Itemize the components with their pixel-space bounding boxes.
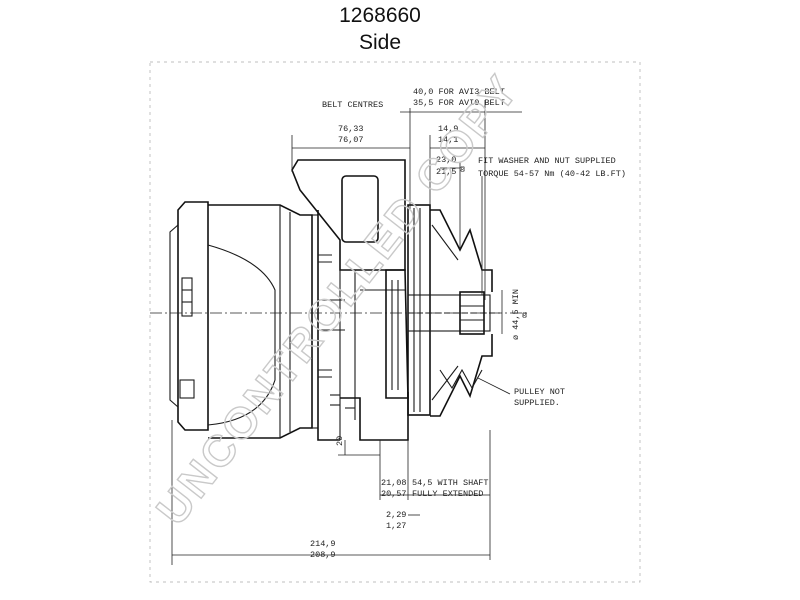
circle-mark-side: ® [522, 311, 527, 321]
pulley-note-1: PULLEY NOT [514, 387, 565, 397]
part-number: 1268660 [339, 4, 421, 27]
dim-23-0: 23,0 [436, 155, 456, 165]
fit-washer-note: FIT WASHER AND NUT SUPPLIED [478, 156, 616, 166]
pulley-note-2: SUPPLIED. [514, 398, 560, 408]
dimension-lines [150, 100, 530, 565]
torque-note: TORQUE 54-57 Nm (40-42 LB.FT) [478, 169, 626, 179]
shaft-and-pulley [407, 204, 500, 417]
dim-20-57: 20,57 [381, 489, 407, 499]
dimension-labels: BELT CENTRES 40,0 FOR AVI3 BELT 35,5 FOR… [310, 87, 626, 560]
dim-76-07: 76,07 [338, 135, 364, 145]
dim-208-9: 208,9 [310, 550, 336, 560]
dim-21-5: 21,5 [436, 167, 456, 177]
dim-76-33: 76,33 [338, 124, 364, 134]
circle-mark-top: ® [460, 165, 465, 175]
dim-214-9: 214,9 [310, 539, 336, 549]
dim-14-1: 14,1 [438, 135, 458, 145]
avi3-belt-label: 40,0 FOR AVI3 BELT [413, 87, 505, 97]
shaft-dia-label: ø 44,5 MIN [511, 289, 521, 340]
shaft-note-1: 54,5 WITH SHAFT [412, 478, 489, 488]
dim-14-9: 14,9 [438, 124, 458, 134]
dim-21-08: 21,08 [381, 478, 407, 488]
shaft-note-2: FULLY EXTENDED [412, 489, 483, 499]
dim-20: 20 [335, 436, 345, 446]
drawing-border [149, 61, 641, 583]
dim-1-27: 1,27 [386, 521, 406, 531]
alternator-body [169, 159, 409, 441]
avi0-belt-label: 35,5 FOR AVI0 BELT [413, 98, 505, 108]
dim-2-29: 2,29 [386, 510, 406, 520]
belt-centres-label: BELT CENTRES [322, 100, 383, 110]
view-name: Side [358, 31, 402, 54]
